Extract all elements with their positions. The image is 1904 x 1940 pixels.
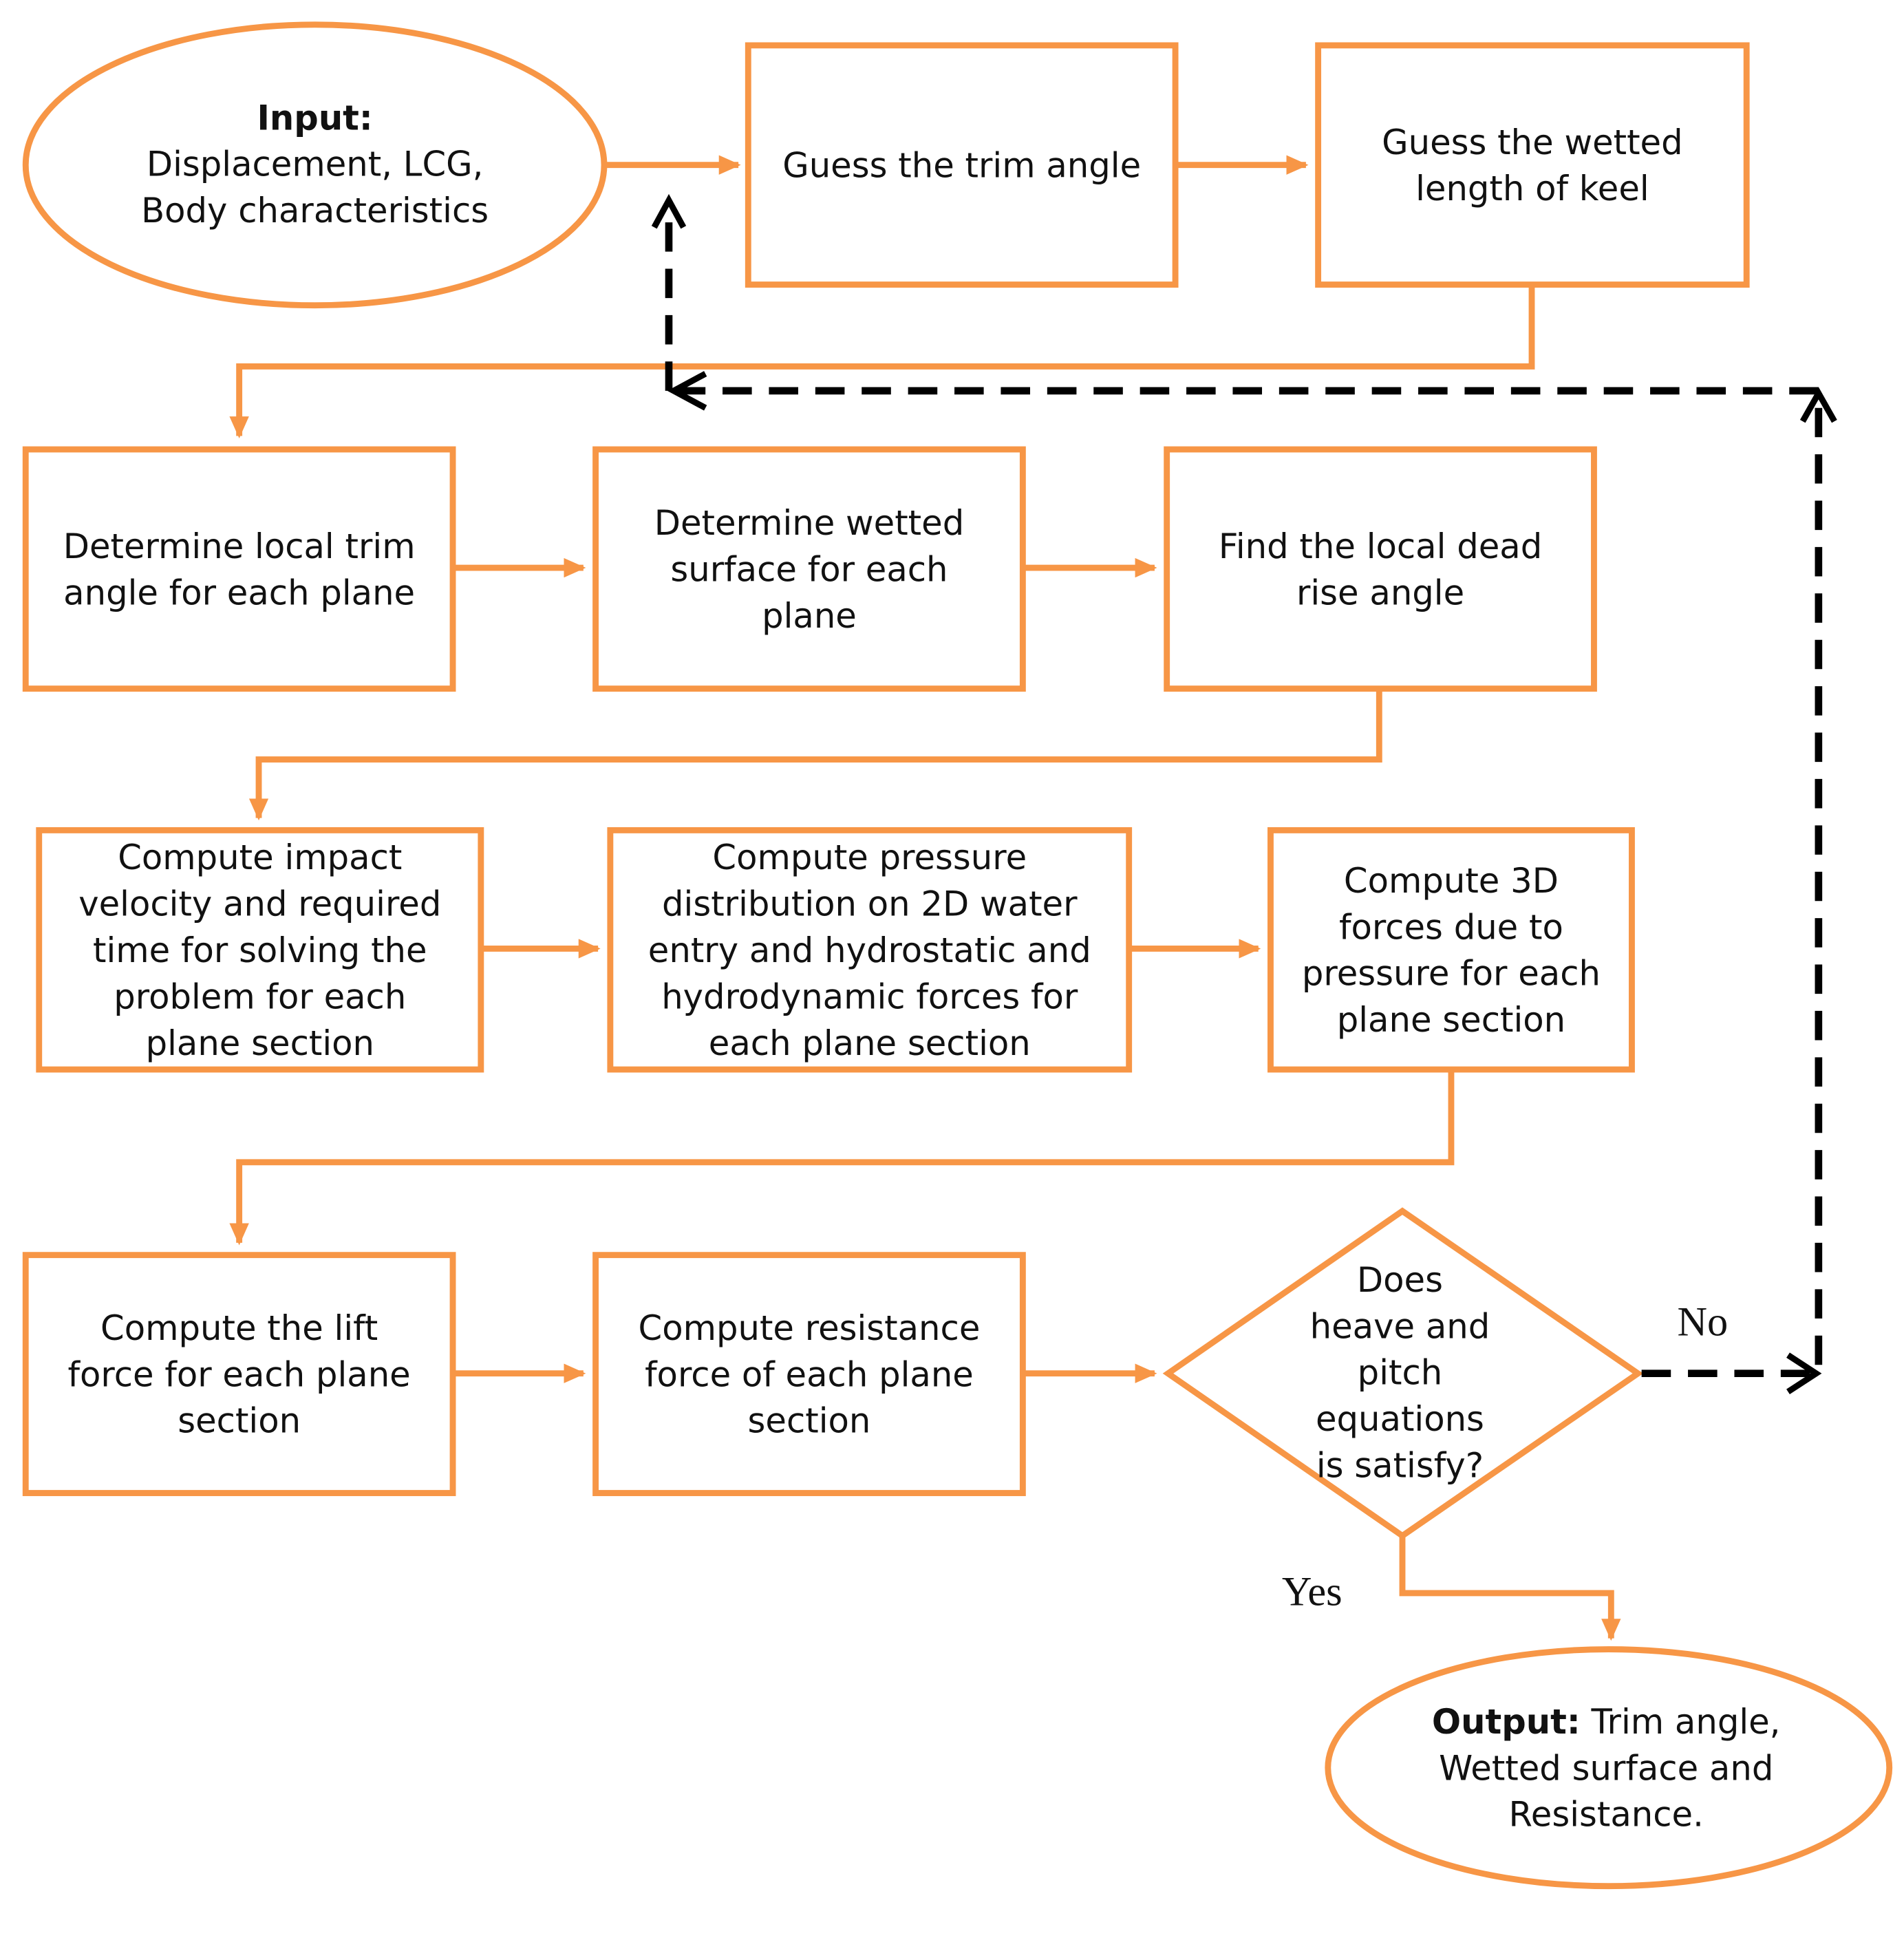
output-line: Resistance. — [1509, 1795, 1704, 1835]
process-text: Compute impact — [118, 838, 402, 877]
process-text: surface for each — [670, 550, 948, 590]
process-text: force for each plane — [68, 1354, 411, 1394]
process-text: section — [748, 1401, 871, 1441]
process-text: Guess the trim angle — [782, 145, 1141, 185]
output-line: Output: Trim angle, — [1432, 1702, 1781, 1742]
process-text: rise angle — [1296, 573, 1464, 612]
process-text: distribution on 2D water — [662, 884, 1078, 924]
process-text: Compute the lift — [100, 1308, 378, 1348]
process-box-lift — [22, 1252, 456, 1496]
process-box-wetted-surface — [592, 446, 1026, 692]
process-text: Determine local trim — [63, 526, 416, 566]
process-text: entry and hydrostatic and — [648, 930, 1091, 970]
process-text: plane section — [146, 1023, 374, 1063]
input-label: Input: — [257, 98, 372, 138]
process-text: each plane section — [709, 1023, 1031, 1063]
process-text: Determine wetted — [654, 503, 965, 543]
process-text: forces due to — [1339, 907, 1563, 947]
arrowhead-up-icon — [651, 193, 687, 229]
output-ellipse — [1325, 1646, 1893, 1890]
decision-text: heave and — [1310, 1306, 1490, 1346]
input-ellipse — [22, 21, 608, 309]
process-text: Compute resistance — [639, 1308, 981, 1348]
arrowhead-up-icon — [1799, 387, 1837, 423]
process-text: plane section — [1337, 1000, 1565, 1040]
process-text: Compute pressure — [712, 838, 1027, 877]
arrow-yes-to-output — [1399, 1535, 1621, 1641]
process-box-guess-trim — [745, 42, 1179, 288]
decision-text: is satisfy? — [1316, 1445, 1484, 1485]
arrowhead-right-icon — [1786, 1352, 1822, 1395]
process-box-local-trim — [22, 446, 456, 692]
process-text: pressure for each — [1302, 954, 1601, 994]
output-line: Wetted surface and — [1439, 1748, 1773, 1788]
decision-text: equations — [1316, 1399, 1484, 1439]
decision-text: Does — [1357, 1260, 1443, 1300]
arrow-deadrise-to-impact — [248, 688, 1382, 821]
input-line: Displacement, LCG, — [147, 145, 484, 184]
output-label: Output: — [1432, 1702, 1581, 1742]
process-text: section — [178, 1401, 301, 1441]
decision-text: pitch — [1358, 1353, 1443, 1393]
process-box-guess-keel — [1315, 42, 1750, 288]
arrow-3d-to-lift — [229, 1069, 1455, 1246]
process-text: hydrodynamic forces for — [661, 977, 1078, 1016]
process-box-pressure — [607, 827, 1133, 1073]
arrowhead-left-icon — [667, 371, 707, 411]
process-text: angle for each plane — [63, 573, 415, 612]
process-text: length of keel — [1415, 169, 1649, 209]
process-text: velocity and required — [78, 884, 441, 924]
process-box-impact-velocity — [36, 827, 484, 1073]
process-text: problem for each — [114, 977, 406, 1016]
loop-no-dashed-line — [665, 207, 1823, 1378]
process-text: force of each plane — [645, 1354, 974, 1394]
process-text: Compute 3D — [1344, 861, 1559, 901]
process-text: time for solving the — [93, 930, 427, 970]
process-text: Find the local dead — [1219, 526, 1542, 566]
input-line: Body characteristics — [141, 191, 489, 231]
no-label: No — [1677, 1299, 1728, 1345]
output-text: Trim angle, — [1581, 1702, 1781, 1742]
arrow-keel-to-localtrim — [229, 284, 1535, 439]
process-text: plane — [762, 596, 857, 636]
process-text: Guess the wetted — [1382, 122, 1682, 162]
process-box-dead-rise — [1164, 446, 1597, 692]
yes-label: Yes — [1282, 1569, 1343, 1615]
